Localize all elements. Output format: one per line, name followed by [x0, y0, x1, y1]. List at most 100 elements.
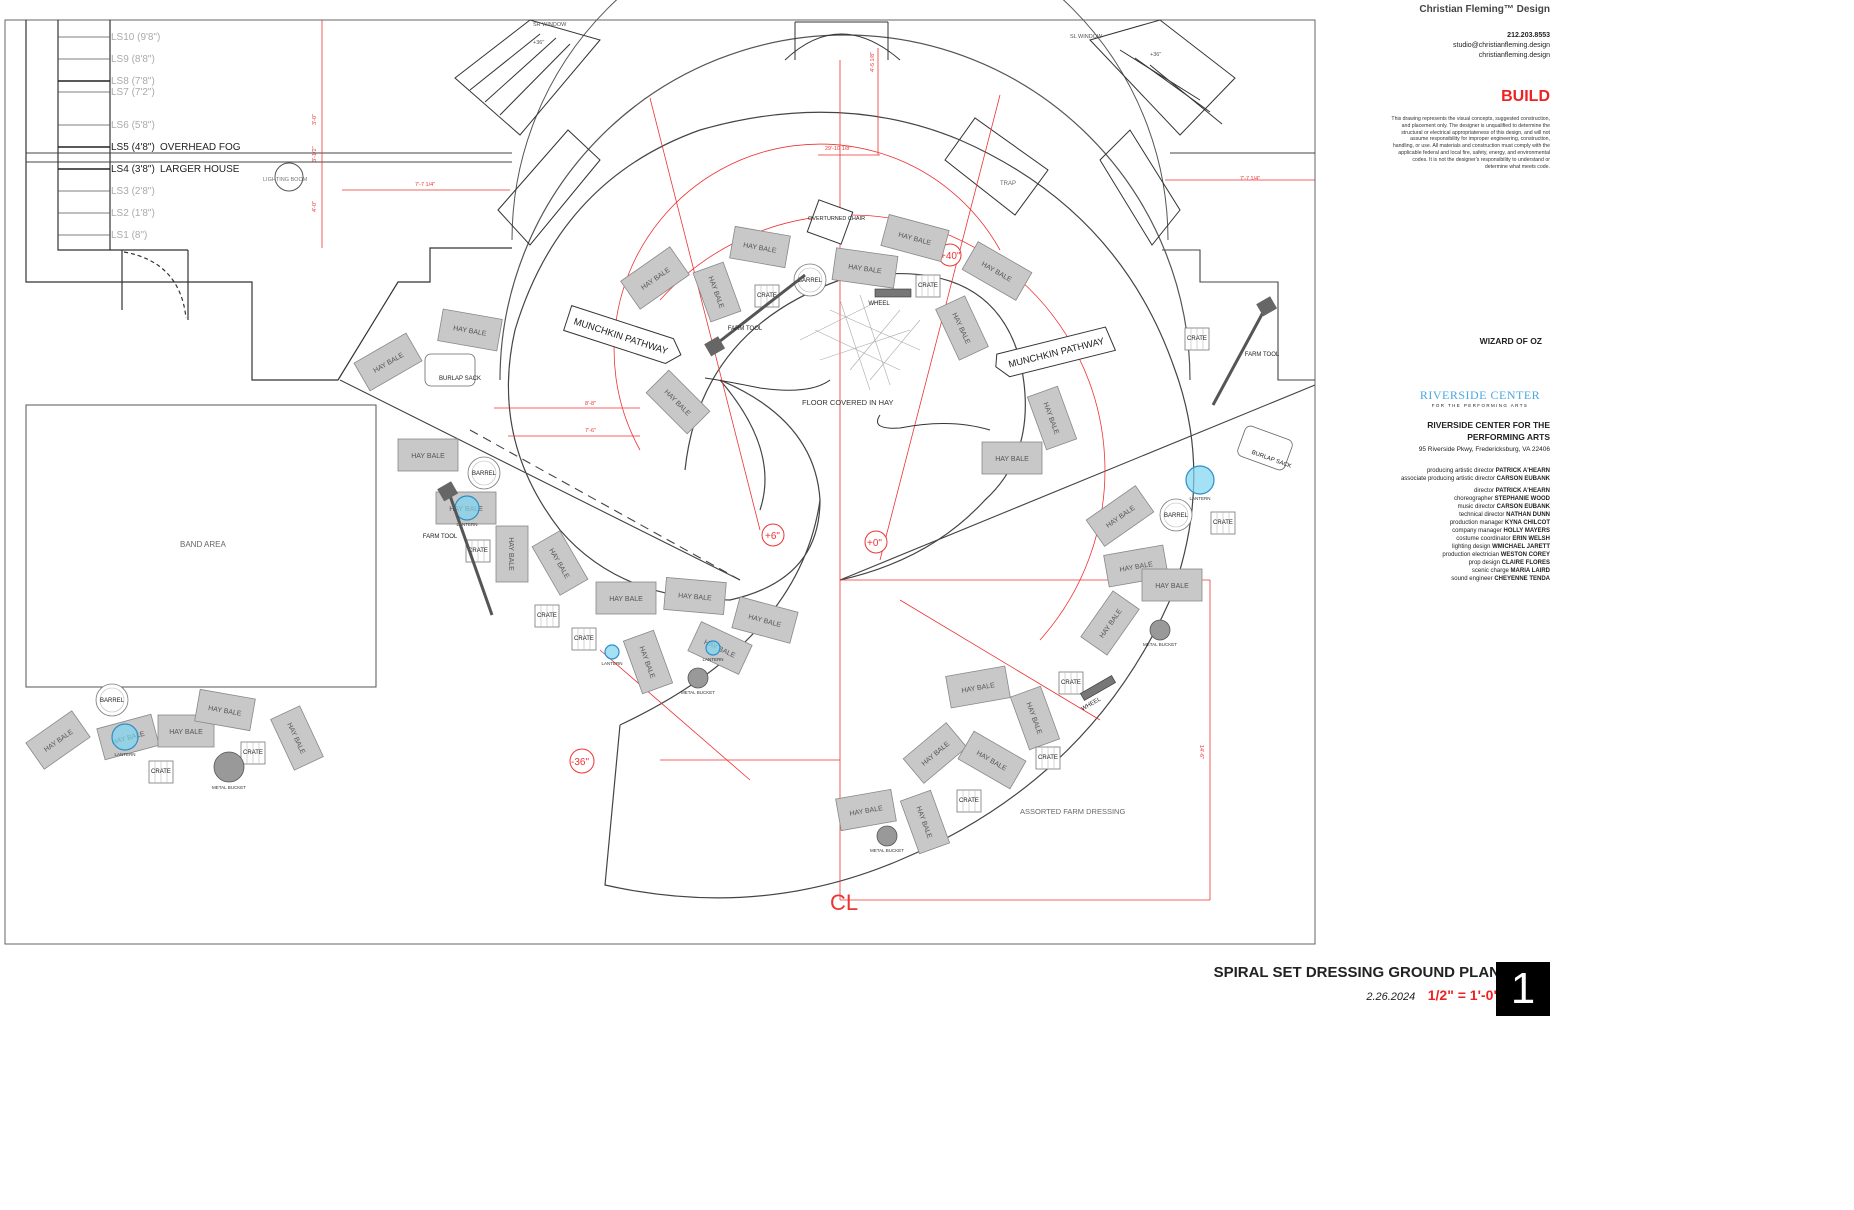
dimension-label: 4'-0" — [312, 201, 318, 212]
farm-dressing-label: ASSORTED FARM DRESSING — [1020, 807, 1125, 816]
dimension-label: 7'-6" — [585, 428, 596, 434]
barrel-label: BARREL — [798, 278, 823, 284]
hay-bale: HAY BALE — [622, 629, 674, 695]
hay-bale: HAY BALE — [902, 722, 968, 784]
crate: CRATE — [1184, 327, 1210, 351]
hay-bale-label: HAY BALE — [995, 456, 1029, 463]
credit-line: director PATRICK A'HEARN — [1473, 488, 1550, 494]
hay-bale: HAY BALE — [831, 247, 899, 289]
band-area — [25, 404, 377, 688]
hay-bale: HAY BALE — [731, 596, 799, 644]
floor-hay-label: FLOOR COVERED IN HAY — [802, 398, 894, 407]
crate-label: CRATE — [918, 283, 938, 289]
credit-line: technical director NATHAN DUNN — [1459, 512, 1550, 518]
lineset-label: LS10 (9'8") — [111, 32, 160, 43]
hay-bale-label: HAY BALE — [609, 596, 643, 603]
wheel-label: WHEEL — [868, 301, 890, 307]
spiral-stage — [507, 111, 1195, 899]
hay-bale: HAY BALE — [692, 261, 742, 323]
crate-label: CRATE — [1187, 336, 1207, 342]
lantern-label: LANTERN — [601, 661, 622, 666]
elevation-label: +6" — [765, 531, 780, 542]
sr-arch — [497, 129, 601, 246]
lantern-label: LANTERN — [702, 657, 723, 662]
hay-bale-label: HAY BALE — [411, 453, 445, 460]
venue-address: 95 Riverside Pkwy, Fredericksburg, VA 22… — [1418, 446, 1550, 453]
center-arch — [784, 21, 901, 61]
hay-bale: HAY BALE — [353, 332, 423, 392]
dimension-label: 14'-6" — [1198, 745, 1204, 759]
credit-line: associate producing artistic director CA… — [1400, 476, 1550, 482]
credit-line: costume coordinator ERIN WELSH — [1456, 536, 1550, 542]
disclaimer: This drawing represents the visual conce… — [1391, 116, 1550, 170]
wheel: WHEEL — [868, 288, 912, 307]
elevation-label: +40" — [940, 251, 961, 262]
elevation-label: -36" — [571, 757, 589, 768]
crate: CRATE — [1210, 511, 1236, 535]
designer-phone: 212.203.8553 — [1507, 32, 1550, 39]
hay-bale: HAY BALE — [397, 438, 459, 472]
farm-tool-label: FARM TOOL — [728, 326, 763, 332]
credit-line: producing artistic director PATRICK A'HE… — [1426, 468, 1550, 474]
flow-arrow — [877, 414, 991, 431]
hay-bale: HAY BALE — [437, 308, 503, 352]
crate: CRATE — [534, 604, 560, 628]
designer-name: Christian Fleming™ Design — [1419, 4, 1550, 15]
stage-walls — [26, 152, 1316, 581]
venue-name-1: RIVERSIDE CENTER FOR THE — [1427, 420, 1550, 430]
lineset-label: LS4 (3'8") — [111, 164, 155, 175]
barrel: BARREL — [1159, 498, 1193, 532]
sheet-title: SPIRAL SET DRESSING GROUND PLAN — [1213, 964, 1500, 981]
hay-bale: HAY BALE — [194, 688, 256, 732]
hay-bale: HAY BALE — [1080, 590, 1140, 656]
burlap-sack: BURLAP SACK — [1237, 425, 1293, 471]
overturned-chair-label: OVERTURNED CHAIR — [808, 216, 865, 222]
metal-bucket: METAL BUCKET — [1143, 619, 1177, 647]
ground-plan-drawing: LS10 (9'8") LS9 (8'8") LS8 (7'8") LS7 (7… — [4, 0, 1316, 945]
lineset-lines — [58, 36, 110, 236]
credit-line: production electrician WESTON COREY — [1442, 552, 1550, 558]
lineset-area — [25, 20, 512, 381]
dimension-label: 8'-8" — [585, 401, 596, 407]
centerline-label: CL — [830, 890, 858, 915]
hay-bale: HAY BALE — [945, 665, 1011, 709]
lineset-label: LS5 (4'8") — [111, 142, 155, 153]
status-label: BUILD — [1501, 88, 1550, 105]
sl-arch — [1099, 129, 1181, 246]
metal-bucket-label: METAL BUCKET — [681, 690, 715, 695]
hay-bale: HAY BALE — [899, 789, 951, 855]
sl-window-height: +36" — [1150, 52, 1161, 58]
hay-bale: HAY BALE — [935, 295, 989, 361]
credit-line: scenic charge MARIA LAIRD — [1471, 568, 1550, 574]
crate: CRATE — [1058, 671, 1084, 695]
lantern-label: LANTERN — [456, 522, 477, 527]
sheet-scale: 1/2" = 1'-0" — [1427, 987, 1500, 1003]
floor-hay — [799, 294, 921, 391]
lineset-label: LS1 (8") — [111, 230, 147, 241]
sl-window-label: SL WINDOW — [1070, 34, 1103, 40]
burlap-sack: BURLAP SACK — [424, 353, 481, 387]
crate: CRATE — [956, 789, 982, 813]
designer-email: studio@christianfleming.design — [1453, 42, 1550, 49]
farm-tool-label: FARM TOOL — [423, 534, 458, 540]
sr-window — [454, 19, 601, 136]
crate: CRATE — [571, 627, 597, 651]
hay-bale: HAY BALE — [1026, 385, 1078, 451]
metal-bucket-label: METAL BUCKET — [870, 848, 904, 853]
sr-window-label: SR WINDOW — [533, 22, 567, 28]
crate-label: CRATE — [1213, 520, 1233, 526]
crate-label: CRATE — [243, 750, 263, 756]
metal-bucket-label: METAL BUCKET — [212, 785, 246, 790]
trap — [944, 117, 1049, 216]
crate-label: CRATE — [151, 769, 171, 775]
crate-label: CRATE — [757, 293, 777, 299]
credit-line: company manager HOLLY MAYERS — [1452, 528, 1550, 534]
hay-bale-label: HAY BALE — [678, 593, 712, 603]
hay-bale: HAY BALE — [270, 705, 324, 771]
band-area-label: BAND AREA — [180, 540, 226, 549]
overturned-chair — [806, 199, 854, 245]
hay-bale: HAY BALE — [531, 530, 589, 596]
lantern-label: LANTERN — [1189, 496, 1210, 501]
hay-bale: HAY BALE — [1009, 685, 1061, 751]
show-title: WIZARD OF OZ — [1479, 336, 1542, 346]
